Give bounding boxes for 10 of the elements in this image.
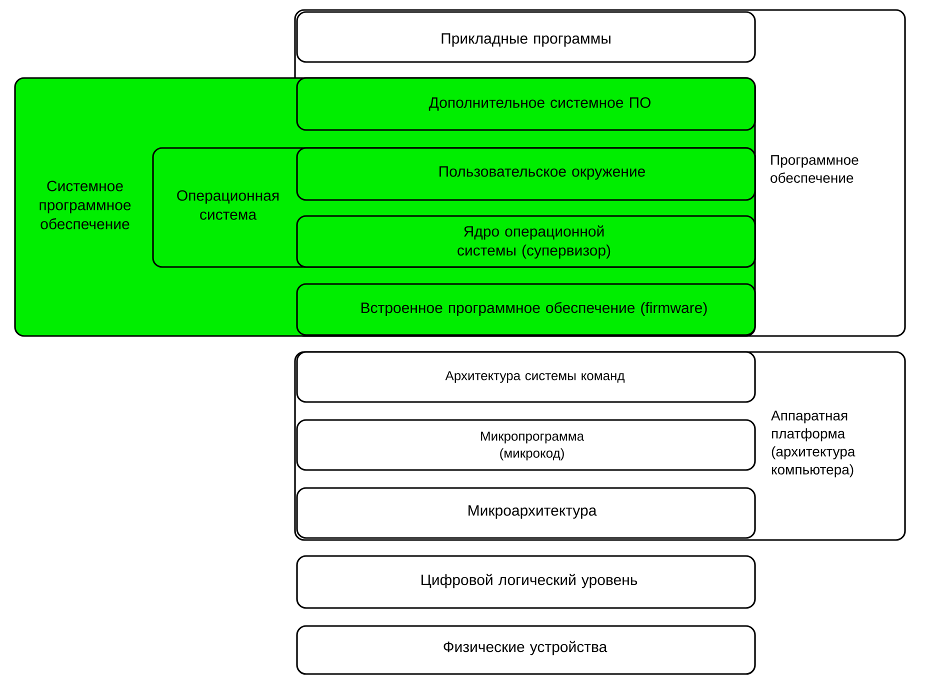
layer-box: Архитектура системы команд [296,351,756,403]
layer-box: Прикладные программы [296,11,756,63]
layer-box: Цифровой логический уровень [296,555,756,609]
layer-box: Физические устройства [296,625,756,675]
layer-box: Ядро операционной системы (супервизор) [296,215,756,268]
layer-box: Микроархитектура [296,487,756,539]
layer-box: Микропрограмма (микрокод) [296,419,756,471]
layer-box: Пользовательское окружение [296,147,756,201]
layer-box: Дополнительное системное ПО [296,77,756,131]
layer-box: Встроенное программное обеспечение (firmware) [296,283,756,336]
